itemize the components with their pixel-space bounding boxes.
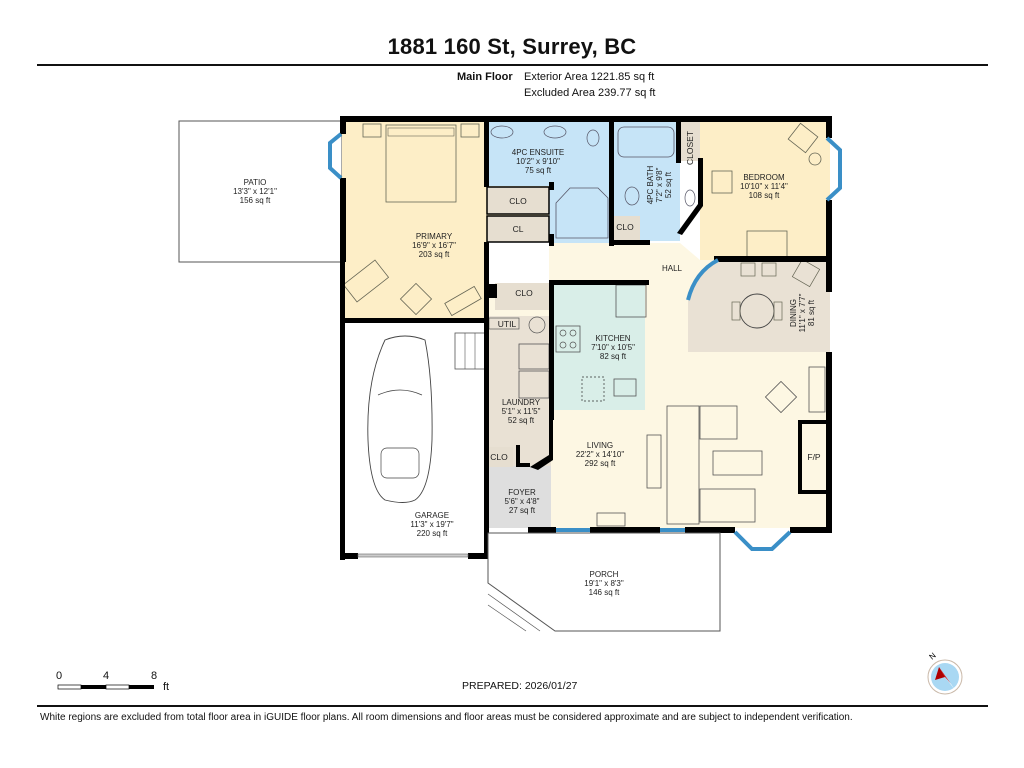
closet-label: CLO: [515, 288, 533, 298]
prepared-date: PREPARED: 2026/01/27: [462, 680, 578, 692]
scale-tick-0: 0: [56, 670, 63, 682]
svg-text:7'10" x 10'5": 7'10" x 10'5": [591, 343, 635, 352]
svg-text:DINING: DINING: [789, 299, 798, 327]
svg-text:22'2" x 14'10": 22'2" x 14'10": [576, 450, 624, 459]
svg-text:5'6" x 4'8": 5'6" x 4'8": [505, 497, 540, 506]
svg-text:4PC BATH: 4PC BATH: [646, 166, 655, 205]
svg-text:52 sq ft: 52 sq ft: [664, 171, 673, 198]
svg-text:10'10" x 11'4": 10'10" x 11'4": [740, 182, 788, 191]
floor-label: Main Floor: [457, 71, 513, 83]
svg-text:13'3" x 12'1": 13'3" x 12'1": [233, 187, 277, 196]
room-foyer: [487, 466, 551, 528]
room-primary: [342, 121, 487, 319]
room-porch: [487, 532, 721, 632]
scale-unit: ft: [163, 681, 170, 693]
svg-text:PATIO: PATIO: [244, 178, 267, 187]
svg-text:GARAGE: GARAGE: [415, 511, 449, 520]
title-divider: [37, 64, 988, 66]
svg-text:19'1" x 8'3": 19'1" x 8'3": [584, 579, 624, 588]
svg-text:10'2" x 9'10": 10'2" x 9'10": [516, 157, 560, 166]
room-patio: [178, 120, 343, 263]
svg-text:52 sq ft: 52 sq ft: [508, 416, 535, 425]
scale-tick-4: 4: [103, 670, 110, 682]
scale-bar: [57, 684, 154, 690]
car-icon: [367, 335, 433, 503]
closet-label: CLO: [490, 452, 508, 462]
svg-text:203 sq ft: 203 sq ft: [419, 250, 450, 259]
svg-text:27 sq ft: 27 sq ft: [509, 506, 536, 515]
room-label-hall: HALL: [662, 264, 683, 273]
svg-text:11'1" x 7'7": 11'1" x 7'7": [798, 293, 807, 332]
svg-text:KITCHEN: KITCHEN: [595, 334, 630, 343]
svg-text:LIVING: LIVING: [587, 441, 613, 450]
util-label: UTIL: [498, 319, 517, 329]
svg-text:75 sq ft: 75 sq ft: [525, 166, 552, 175]
svg-text:81 sq ft: 81 sq ft: [807, 299, 816, 326]
room-bedroom: [700, 121, 830, 260]
closet-label: CLO: [509, 196, 527, 206]
svg-text:292 sq ft: 292 sq ft: [585, 459, 616, 468]
svg-text:HALL: HALL: [662, 264, 683, 273]
fireplace-label: F/P: [807, 452, 821, 462]
svg-text:156 sq ft: 156 sq ft: [240, 196, 271, 205]
svg-text:4PC ENSUITE: 4PC ENSUITE: [512, 148, 564, 157]
svg-text:PORCH: PORCH: [590, 570, 619, 579]
excluded-area: Excluded Area 239.77 sq ft: [524, 87, 656, 99]
room-ensuite: [487, 121, 612, 186]
closet-bath: [680, 121, 700, 161]
svg-text:220 sq ft: 220 sq ft: [417, 529, 448, 538]
svg-text:11'3" x 19'7": 11'3" x 19'7": [410, 520, 453, 529]
svg-text:FOYER: FOYER: [508, 488, 536, 497]
svg-text:146 sq ft: 146 sq ft: [589, 588, 620, 597]
svg-text:N: N: [928, 651, 938, 662]
svg-text:7'2" x 9'8": 7'2" x 9'8": [655, 167, 664, 202]
svg-text:108 sq ft: 108 sq ft: [749, 191, 780, 200]
room-dining: [688, 260, 830, 352]
room-kitchen: [553, 284, 645, 410]
svg-text:82 sq ft: 82 sq ft: [600, 352, 627, 361]
svg-text:5'1" x 11'5": 5'1" x 11'5": [502, 407, 541, 416]
scale-tick-8: 8: [151, 670, 158, 682]
closet-label: CLOSET: [685, 131, 695, 165]
svg-text:LAUNDRY: LAUNDRY: [502, 398, 541, 407]
page-title: 1881 160 St, Surrey, BC: [387, 34, 637, 59]
compass-icon: N: [927, 651, 963, 695]
exterior-area: Exterior Area 1221.85 sq ft: [524, 71, 655, 83]
closet-label: CL: [513, 224, 524, 234]
svg-text:16'9" x 16'7": 16'9" x 16'7": [412, 241, 456, 250]
svg-text:BEDROOM: BEDROOM: [743, 173, 785, 182]
disclaimer: White regions are excluded from total fl…: [40, 712, 853, 723]
svg-text:PRIMARY: PRIMARY: [416, 232, 453, 241]
closet-label: CLO: [616, 222, 634, 232]
footer-divider: [37, 705, 988, 707]
